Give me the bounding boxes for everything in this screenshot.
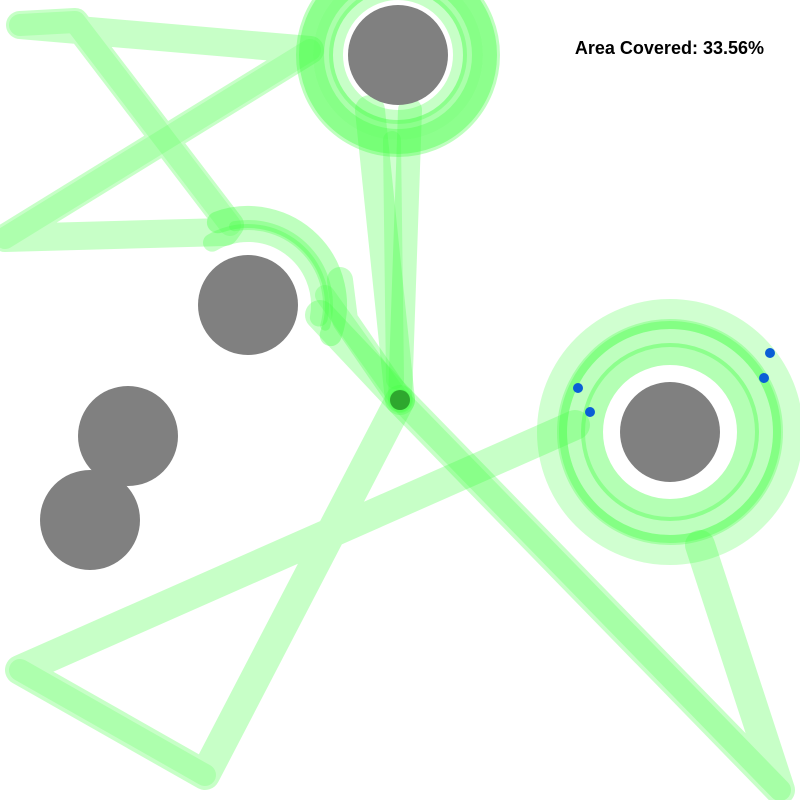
coverage-trail-segment: [305, 300, 795, 800]
coverage-trail-ring: [581, 343, 759, 521]
coverage-trail-segment: [9, 11, 241, 236]
obstacle: [348, 5, 448, 105]
obstacle: [78, 386, 178, 486]
coverage-trail-ring: [557, 319, 783, 545]
marker-layer: [390, 348, 775, 417]
coverage-trail-segment: [388, 98, 422, 412]
coverage-trail-segment: [0, 39, 321, 249]
coverage-trail-arc: [203, 224, 329, 327]
agent-marker: [390, 390, 410, 410]
coverage-trail-segment: [389, 389, 791, 800]
area-covered-label: Area Covered: 33.56%: [574, 38, 764, 58]
coverage-trail-segment: [5, 385, 590, 790]
target-marker: [765, 348, 775, 358]
coverage-trail-arc: [206, 206, 347, 347]
coverage-trail-arc: [229, 220, 333, 331]
coverage-trail-segment: [355, 95, 415, 415]
coverage-trail-ring: [329, 0, 467, 124]
coverage-trail-ring: [559, 321, 781, 543]
obstacle: [198, 255, 298, 355]
coverage-trail-ring: [299, 0, 497, 154]
coverage-trail-segment: [383, 131, 404, 389]
target-marker: [759, 373, 769, 383]
obstacle: [40, 470, 140, 570]
coverage-trail-segment: [0, 8, 324, 252]
coverage-trail-segment: [327, 267, 413, 413]
coverage-trail-segment: [9, 659, 216, 786]
obstacle-layer: [40, 5, 720, 570]
obstacle: [620, 382, 720, 482]
coverage-trail-ring: [537, 299, 800, 565]
coverage-trail-segment: [315, 285, 410, 410]
target-marker: [573, 383, 583, 393]
coverage-trail-ring: [313, 0, 483, 140]
coverage-trail-ring: [296, 0, 500, 157]
target-marker: [585, 407, 595, 417]
